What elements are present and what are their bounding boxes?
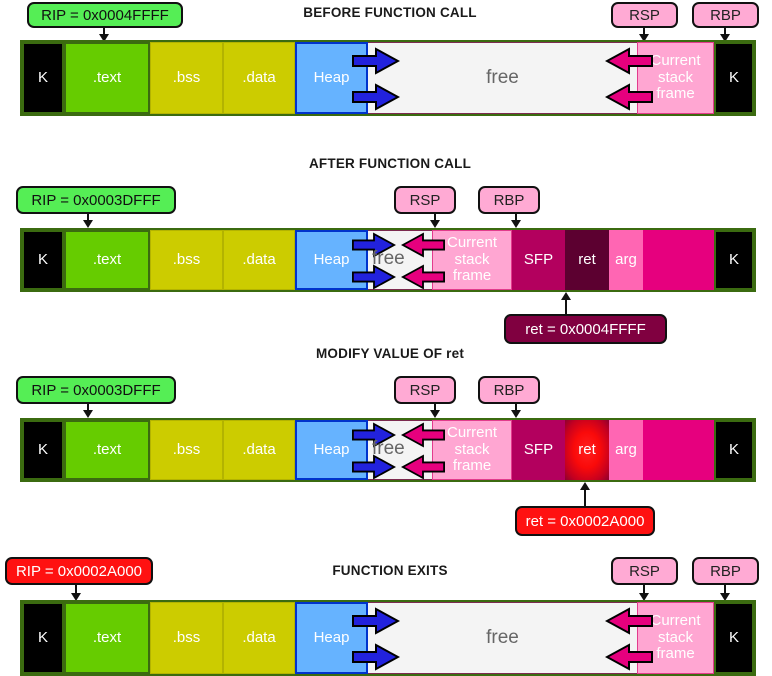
rip-chip: RIP = 0x0003DFFF: [16, 376, 176, 404]
rsp-chip: RSP: [394, 376, 456, 404]
rsp-pointer-arrow: [638, 585, 650, 601]
csf-line-3: frame: [452, 267, 492, 285]
rip-pointer-arrow: [82, 404, 94, 418]
segment-ret-modified: ret: [565, 420, 609, 480]
rsp-chip: RSP: [611, 557, 678, 585]
csf-line-3: frame: [656, 645, 695, 663]
segment-kernel-high: K: [714, 420, 754, 480]
stack-growth-arrow-lower: [401, 264, 445, 290]
segment-bss: .bss: [150, 230, 223, 290]
memory-bar: K .text .bss .data Heap free Current sta…: [20, 40, 756, 116]
section-title: MODIFY VALUE OF ret: [315, 346, 465, 361]
rbp-chip: RBP: [478, 186, 540, 214]
segment-ret: ret: [565, 230, 609, 290]
segment-bss: .bss: [150, 602, 223, 674]
heap-growth-arrow-lower: [352, 264, 396, 290]
section-title: BEFORE FUNCTION CALL: [303, 5, 477, 20]
rbp-chip: RBP: [692, 557, 759, 585]
csf-line-3: frame: [452, 457, 492, 475]
rip-pointer-arrow: [82, 214, 94, 228]
stack-growth-arrow-lower: [605, 643, 653, 671]
stack-growth-arrow-lower: [605, 83, 653, 111]
ret-value-chip: ret = 0x0002A000: [515, 506, 655, 536]
rbp-pointer-arrow: [719, 585, 731, 601]
heap-growth-arrow-lower: [352, 83, 400, 111]
rsp-pointer-arrow: [429, 404, 441, 418]
csf-line-1: Current: [446, 423, 498, 441]
heap-growth-arrow-upper: [352, 47, 400, 75]
ret-callout-arrow: [560, 292, 572, 314]
segment-data: .data: [223, 420, 295, 480]
csf-line-1: Current: [650, 51, 701, 69]
segment-data: .data: [223, 42, 295, 114]
segment-data: .data: [223, 602, 295, 674]
memory-bar: K .text .bss .data Heap Current stack fr…: [20, 228, 756, 292]
segment-bss: .bss: [150, 42, 223, 114]
rsp-pointer-arrow: [638, 28, 650, 42]
rip-pointer-arrow: [98, 28, 110, 42]
segment-sfp: SFP: [512, 230, 565, 290]
segment-stack-rest: [643, 420, 714, 480]
ret-value-chip: ret = 0x0004FFFF: [504, 314, 667, 344]
segment-kernel-high: K: [714, 602, 754, 674]
heap-growth-arrow-upper: [352, 422, 396, 448]
segment-text: .text: [64, 230, 150, 290]
heap-growth-arrow-lower: [352, 454, 396, 480]
segment-arg: arg: [609, 230, 643, 290]
csf-line-3: frame: [656, 85, 695, 103]
segment-kernel-low: K: [22, 420, 64, 480]
memory-bar: K .text .bss .data Heap Current stack fr…: [20, 418, 756, 482]
rbp-pointer-arrow: [510, 404, 522, 418]
section-title: AFTER FUNCTION CALL: [308, 156, 472, 171]
section-title: FUNCTION EXITS: [332, 563, 448, 578]
segment-free: free: [368, 602, 637, 674]
rbp-chip: RBP: [692, 2, 759, 28]
heap-growth-arrow-upper: [352, 607, 400, 635]
segment-data: .data: [223, 230, 295, 290]
csf-line-1: Current: [446, 233, 498, 251]
csf-line-2: stack: [657, 68, 693, 86]
segment-sfp: SFP: [512, 420, 565, 480]
segment-kernel-low: K: [22, 42, 64, 114]
csf-line-2: stack: [454, 440, 490, 458]
rip-chip: RIP = 0x0004FFFF: [27, 2, 183, 28]
segment-text: .text: [64, 42, 150, 114]
segment-current-stack-frame: Current stack frame: [432, 420, 512, 480]
segment-current-stack-frame: Current stack frame: [432, 230, 512, 290]
rsp-chip: RSP: [394, 186, 456, 214]
rbp-pointer-arrow: [719, 28, 731, 42]
rip-pointer-arrow: [70, 585, 82, 601]
segment-bss: .bss: [150, 420, 223, 480]
segment-kernel-high: K: [714, 230, 754, 290]
segment-stack-rest: [643, 230, 714, 290]
rip-chip: RIP = 0x0003DFFF: [16, 186, 176, 214]
heap-growth-arrow-upper: [352, 232, 396, 258]
rbp-pointer-arrow: [510, 214, 522, 228]
rip-chip: RIP = 0x0002A000: [5, 557, 153, 585]
stack-growth-arrow-upper: [401, 422, 445, 448]
ret-callout-arrow: [579, 482, 591, 506]
segment-text: .text: [64, 420, 150, 480]
stack-growth-arrow-upper: [401, 232, 445, 258]
segment-free: free: [368, 42, 637, 114]
memory-bar: K .text .bss .data Heap free Current sta…: [20, 600, 756, 676]
csf-line-2: stack: [454, 250, 490, 268]
segment-kernel-high: K: [714, 42, 754, 114]
heap-growth-arrow-lower: [352, 643, 400, 671]
csf-line-2: stack: [657, 628, 693, 646]
rbp-chip: RBP: [478, 376, 540, 404]
stack-growth-arrow-upper: [605, 47, 653, 75]
segment-text: .text: [64, 602, 150, 674]
stack-growth-arrow-upper: [605, 607, 653, 635]
segment-kernel-low: K: [22, 230, 64, 290]
csf-line-1: Current: [650, 611, 701, 629]
rsp-chip: RSP: [611, 2, 678, 28]
rsp-pointer-arrow: [429, 214, 441, 228]
segment-kernel-low: K: [22, 602, 64, 674]
stack-growth-arrow-lower: [401, 454, 445, 480]
segment-arg: arg: [609, 420, 643, 480]
